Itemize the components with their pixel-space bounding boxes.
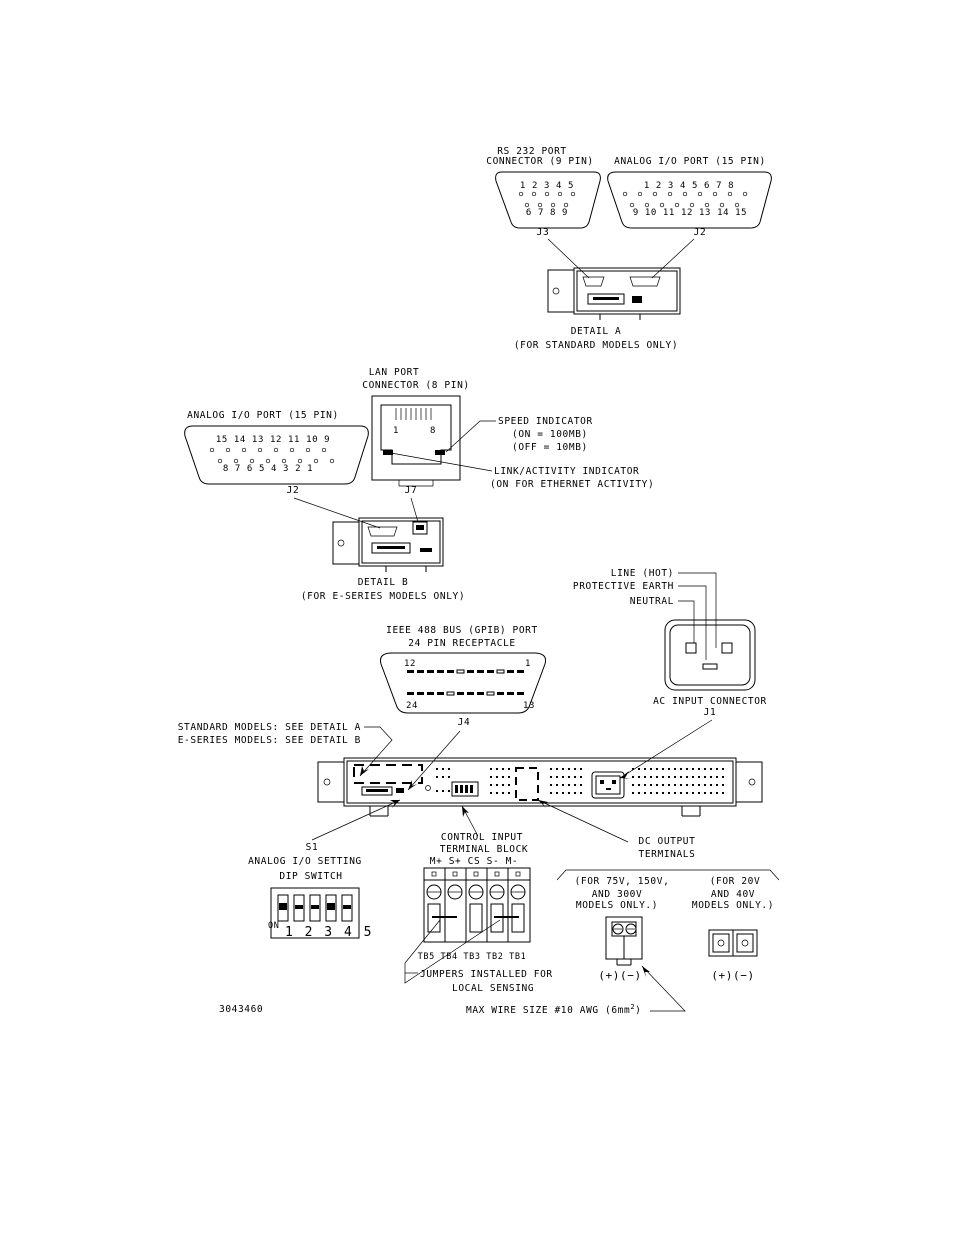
ieee-pin-row-bottom: [407, 691, 524, 696]
control-input-title: CONTROL INPUT: [441, 832, 523, 843]
detail-b-j7-label: J7: [405, 485, 418, 496]
ac-input-j1-label: J1: [704, 707, 717, 718]
lan-pin-8: 8: [430, 426, 436, 436]
ac-neutral-label: NEUTRAL: [630, 596, 674, 607]
dip-on-label: ON: [268, 921, 279, 931]
ieee-pin-12: 12: [404, 659, 416, 669]
detail-b-subcaption: (FOR E-SERIES MODELS ONLY): [301, 591, 465, 602]
rs232-connector-outline: [495, 171, 601, 229]
lan-pin-1: 1: [393, 426, 399, 436]
detail-a-caption: DETAIL A: [571, 326, 622, 337]
analog-pin-holes-b: [209, 447, 335, 464]
detail-b-panel: [332, 517, 444, 572]
figure-number: 3043460: [219, 1004, 263, 1015]
standard-models-note: STANDARD MODELS: SEE DETAIL A: [178, 722, 361, 733]
low-voltage-note-2: AND 40V: [711, 889, 755, 900]
dc-terminal-high-voltage: [605, 916, 643, 966]
analog-pin-holes-a: [622, 191, 748, 208]
analog-pins-bottom-b: 8 7 6 5 4 3 2 1: [223, 464, 313, 474]
analog-pins-top-a: 1 2 3 4 5 6 7 8: [644, 181, 734, 191]
ieee-pin-24: 24: [406, 701, 418, 711]
analog-port-title-b: ANALOG I/O PORT (15 PIN): [187, 410, 339, 421]
analog-connector-outline-b: [184, 425, 369, 485]
ieee-pin-13: 13: [523, 701, 535, 711]
dip-title-line1: ANALOG I/O SETTING: [248, 856, 362, 867]
lan-port-connector: 1 8: [371, 395, 461, 487]
rear-panel-detail-area: [353, 764, 423, 784]
speed-indicator-label: SPEED INDICATOR: [498, 416, 593, 427]
detail-a: RS 232 PORT CONNECTOR (9 PIN) ANALOG I/O…: [486, 146, 772, 351]
ieee-pin-row-top: [407, 669, 524, 674]
jumpers-note-line2: LOCAL SENSING: [452, 983, 534, 994]
link-indicator-note: (ON FOR ETHERNET ACTIVITY): [490, 479, 654, 490]
ieee-connector-outline: [380, 652, 546, 714]
detail-a-panel: [547, 267, 681, 320]
detail-b-j2-label: J2: [287, 485, 300, 496]
rs232-title-line2: CONNECTOR (9 PIN): [486, 156, 593, 167]
high-voltage-note-1: (FOR 75V, 150V,: [575, 876, 670, 887]
analog-pins-top-b: 15 14 13 12 11 10 9: [216, 435, 330, 445]
ac-input-section: LINE (HOT) PROTECTIVE EARTH NEUTRAL AC I…: [573, 568, 767, 779]
rs232-title-line1: RS 232 PORT: [497, 146, 567, 157]
detail-b-caption: DETAIL B: [358, 577, 409, 588]
max-wire-size-note: MAX WIRE SIZE #10 AWG (6mm2): [466, 1003, 641, 1016]
low-voltage-note-1: (FOR 20V: [710, 876, 761, 887]
terminal-tb-labels: TB5 TB4 TB3 TB2 TB1: [418, 952, 527, 962]
ieee-488-section: IEEE 488 BUS (GPIB) PORT 24 PIN RECEPTAC…: [380, 625, 546, 791]
speed-indicator-off: (OFF = 10MB): [512, 442, 588, 453]
terminal-block-title: TERMINAL BLOCK: [440, 844, 528, 855]
dip-s1-label: S1: [306, 842, 319, 853]
ac-input-connector: [664, 619, 756, 691]
high-voltage-polarity: (+)(−): [598, 969, 641, 982]
jumpers-note-line1: JUMPERS INSTALLED FOR: [420, 969, 553, 980]
detail-a-j2-label: J2: [694, 227, 707, 238]
rear-panel-dc-output-area: [515, 767, 539, 801]
terminal-block-drawing: [423, 867, 531, 943]
detail-a-j3-label: J3: [537, 227, 550, 238]
link-indicator-label: LINK/ACTIVITY INDICATOR: [494, 466, 639, 477]
terminal-signal-names: M+ S+ CS S- M-: [430, 856, 518, 867]
rs232-pins-bottom: 6 7 8 9: [526, 208, 568, 218]
lan-title-line2: CONNECTOR (8 PIN): [362, 380, 469, 391]
ac-earth-label: PROTECTIVE EARTH: [573, 581, 674, 592]
ac-line-label: LINE (HOT): [611, 568, 674, 579]
ieee-pin-1: 1: [525, 659, 531, 669]
low-voltage-note-3: MODELS ONLY.): [692, 900, 774, 911]
ieee-title-line1: IEEE 488 BUS (GPIB) PORT: [386, 625, 538, 636]
dip-switch-numbers: 1 2 3 4 5: [285, 925, 373, 940]
ac-input-caption: AC INPUT CONNECTOR: [653, 696, 767, 707]
speed-indicator-on: (ON = 100MB): [512, 429, 588, 440]
control-terminal-block-section: CONTROL INPUT TERMINAL BLOCK M+ S+ CS S-…: [404, 805, 553, 994]
dip-switch-section: S1 ANALOG I/O SETTING DIP SWITCH ON 1 2 …: [248, 799, 401, 940]
ieee-title-line2: 24 PIN RECEPTACLE: [408, 638, 515, 649]
analog-port-title-a: ANALOG I/O PORT (15 PIN): [614, 156, 766, 167]
ieee-j4-label: J4: [458, 717, 471, 728]
dc-output-title: DC OUTPUT: [639, 836, 696, 847]
dc-output-section: DC OUTPUT TERMINALS (FOR 75V, 150V, AND …: [466, 799, 780, 1016]
high-voltage-note-3: MODELS ONLY.): [576, 900, 658, 911]
dc-output-subtitle: TERMINALS: [639, 849, 696, 860]
detail-b: LAN PORT CONNECTOR (8 PIN) 1 8 ANALOG I/…: [184, 367, 654, 602]
rear-panel: [317, 757, 763, 817]
lan-title-line1: LAN PORT: [369, 367, 420, 378]
analog-connector-outline-a: [607, 171, 772, 229]
high-voltage-note-2: AND 300V: [592, 889, 643, 900]
dip-switch-body: [270, 887, 360, 939]
eseries-models-note: E-SERIES MODELS: SEE DETAIL B: [178, 735, 361, 746]
rs232-pins-top: 1 2 3 4 5: [520, 181, 574, 191]
rear-panel-vents: [436, 768, 724, 794]
dip-switch-toggles: [277, 894, 353, 922]
rs232-pin-holes: [518, 191, 576, 208]
analog-pins-bottom-a: 9 10 11 12 13 14 15: [633, 208, 747, 218]
dc-terminal-low-voltage: [708, 929, 758, 957]
low-voltage-polarity: (+)(−): [711, 969, 754, 982]
detail-a-subcaption: (FOR STANDARD MODELS ONLY): [514, 340, 678, 351]
dip-title-line2: DIP SWITCH: [279, 871, 342, 882]
